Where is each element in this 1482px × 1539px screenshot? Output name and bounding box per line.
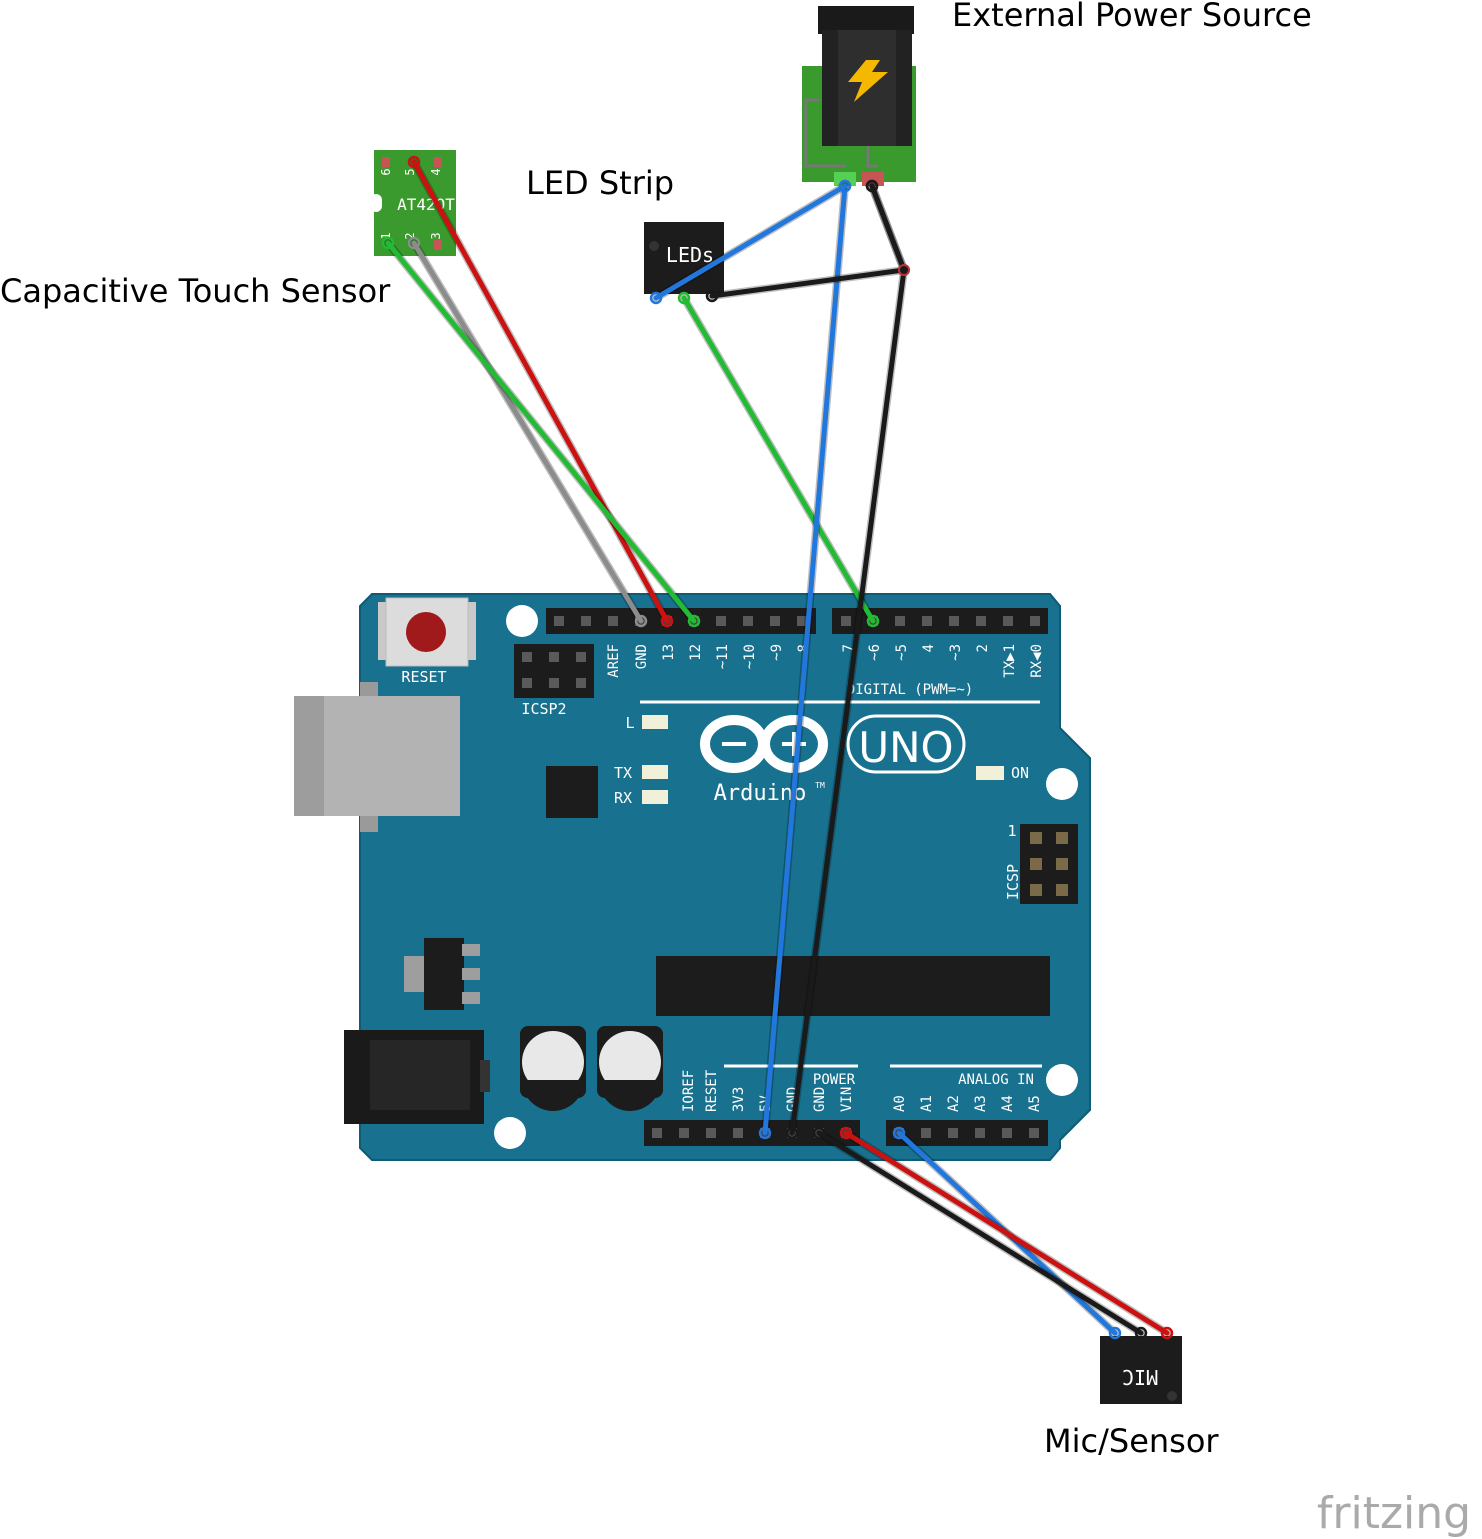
analog-pin-label: A4 bbox=[1000, 1095, 1016, 1112]
led-tx bbox=[642, 765, 668, 779]
lightning-icon bbox=[848, 60, 888, 102]
analog-pin-label: A5 bbox=[1027, 1095, 1043, 1112]
analog-pin-label: A0 bbox=[892, 1095, 908, 1112]
digital-pin-label: ~11 bbox=[715, 644, 731, 669]
sensor-pin-label: 4 bbox=[429, 168, 443, 175]
touch-green-to-12[interactable] bbox=[381, 236, 701, 628]
fritzing-logo: fritzing bbox=[1317, 1488, 1471, 1539]
sensor-pin-label: 5 bbox=[403, 168, 417, 175]
digital-pin-label: AREF bbox=[606, 644, 622, 678]
uno-text: UNO bbox=[858, 723, 953, 772]
power-pin-label: VIN bbox=[839, 1087, 855, 1112]
analog-pin-label: A1 bbox=[919, 1095, 935, 1112]
power-pin-label: IOREF bbox=[681, 1070, 697, 1112]
power-source-label: External Power Source bbox=[952, 0, 1312, 34]
icsp2-header bbox=[514, 644, 594, 698]
icsp-label: ICSP bbox=[1004, 864, 1022, 900]
digital-pin-label: TX▶1 bbox=[1002, 644, 1018, 678]
wires bbox=[381, 155, 1174, 1340]
capacitor bbox=[520, 1026, 586, 1111]
reset-label: RESET bbox=[401, 668, 446, 686]
digital-pin-label: 12 bbox=[688, 644, 704, 661]
power-plus-pin bbox=[834, 172, 856, 186]
mount-hole bbox=[1046, 768, 1078, 800]
digital-pin-label: 4 bbox=[921, 644, 937, 652]
mount-hole bbox=[506, 605, 538, 637]
capacitor bbox=[597, 1026, 663, 1111]
led-green-to-6[interactable] bbox=[677, 291, 880, 628]
icsp-pin1-label: 1 bbox=[1007, 822, 1016, 840]
touch-red-to-13[interactable] bbox=[407, 155, 674, 628]
analog-header-label: ANALOG IN bbox=[958, 1072, 1034, 1088]
power-blue-to-5v[interactable] bbox=[758, 179, 852, 1140]
led-module-text: LEDs bbox=[666, 243, 714, 267]
led-on bbox=[976, 766, 1004, 780]
led-strip-label: LED Strip bbox=[526, 164, 675, 202]
mic-module-text: MIC bbox=[1122, 1365, 1158, 1389]
led-rx-label: RX bbox=[614, 789, 632, 807]
digital-pin-label: ~10 bbox=[742, 644, 758, 669]
voltage-regulator bbox=[404, 938, 480, 1010]
reset-button[interactable] bbox=[378, 597, 476, 667]
touch-sensor-label: Capacitive Touch Sensor bbox=[0, 272, 391, 310]
mic-sensor-module: MIC bbox=[1100, 1336, 1182, 1404]
atmega-chip bbox=[656, 956, 1050, 1016]
power-pin-label: GND bbox=[812, 1087, 828, 1112]
barrel-jack bbox=[344, 1030, 490, 1124]
mount-hole bbox=[494, 1117, 526, 1149]
led-on-label: ON bbox=[1011, 764, 1029, 782]
usb-connector bbox=[294, 682, 460, 832]
digital-pin-label: ~3 bbox=[948, 644, 964, 661]
led-tx-label: TX bbox=[614, 764, 632, 782]
analog-pin-label: A3 bbox=[973, 1095, 989, 1112]
touch-gray-to-gnd[interactable] bbox=[407, 236, 648, 628]
sensor-pin-label: 3 bbox=[429, 232, 443, 239]
icsp-header bbox=[1020, 824, 1078, 904]
icsp2-label: ICSP2 bbox=[521, 700, 566, 718]
digital-pin-label: ~6 bbox=[867, 644, 883, 661]
digital-pin-label: ~9 bbox=[769, 644, 785, 661]
mount-hole bbox=[1046, 1064, 1078, 1096]
led-l-label: L bbox=[625, 714, 634, 732]
led-rx bbox=[642, 790, 668, 804]
uno-badge bbox=[846, 714, 966, 774]
sensor-pin-label: 6 bbox=[379, 168, 393, 175]
power-pin-label: RESET bbox=[704, 1069, 720, 1112]
power-black-to-led[interactable] bbox=[705, 179, 910, 303]
mic-black-to-gnd[interactable] bbox=[812, 1126, 1148, 1340]
digital-pin-label: 7 bbox=[841, 644, 857, 652]
power-blue-to-led[interactable] bbox=[649, 179, 852, 305]
digital-pin-label: ~5 bbox=[894, 644, 910, 661]
sensor-pin-label: 2 bbox=[403, 232, 417, 239]
digital-pin-label: 2 bbox=[975, 644, 991, 652]
mic-sensor-label: Mic/Sensor bbox=[1044, 1422, 1219, 1460]
sensor-chip-label: AT42QT bbox=[397, 195, 455, 214]
digital-label: DIGITAL (PWM=~) bbox=[847, 682, 973, 698]
digital-pin-label: GND bbox=[634, 644, 650, 669]
arduino-pcb bbox=[359, 593, 1091, 1161]
arduino-tm: TM bbox=[815, 781, 825, 790]
mic-red-to-vin[interactable] bbox=[839, 1126, 1174, 1340]
digital-pin-label: 13 bbox=[661, 644, 677, 661]
led-l bbox=[642, 715, 668, 729]
sensor-pin-label: 1 bbox=[379, 232, 393, 239]
external-power-source bbox=[802, 6, 916, 186]
analog-header bbox=[886, 1120, 1048, 1146]
power-pin-label: 3V3 bbox=[731, 1087, 747, 1112]
power-header-label: POWER bbox=[813, 1072, 856, 1088]
analog-pin-label: A2 bbox=[946, 1095, 962, 1112]
digital-pin-label: RX◀0 bbox=[1029, 644, 1045, 678]
usb-chip bbox=[546, 766, 598, 818]
